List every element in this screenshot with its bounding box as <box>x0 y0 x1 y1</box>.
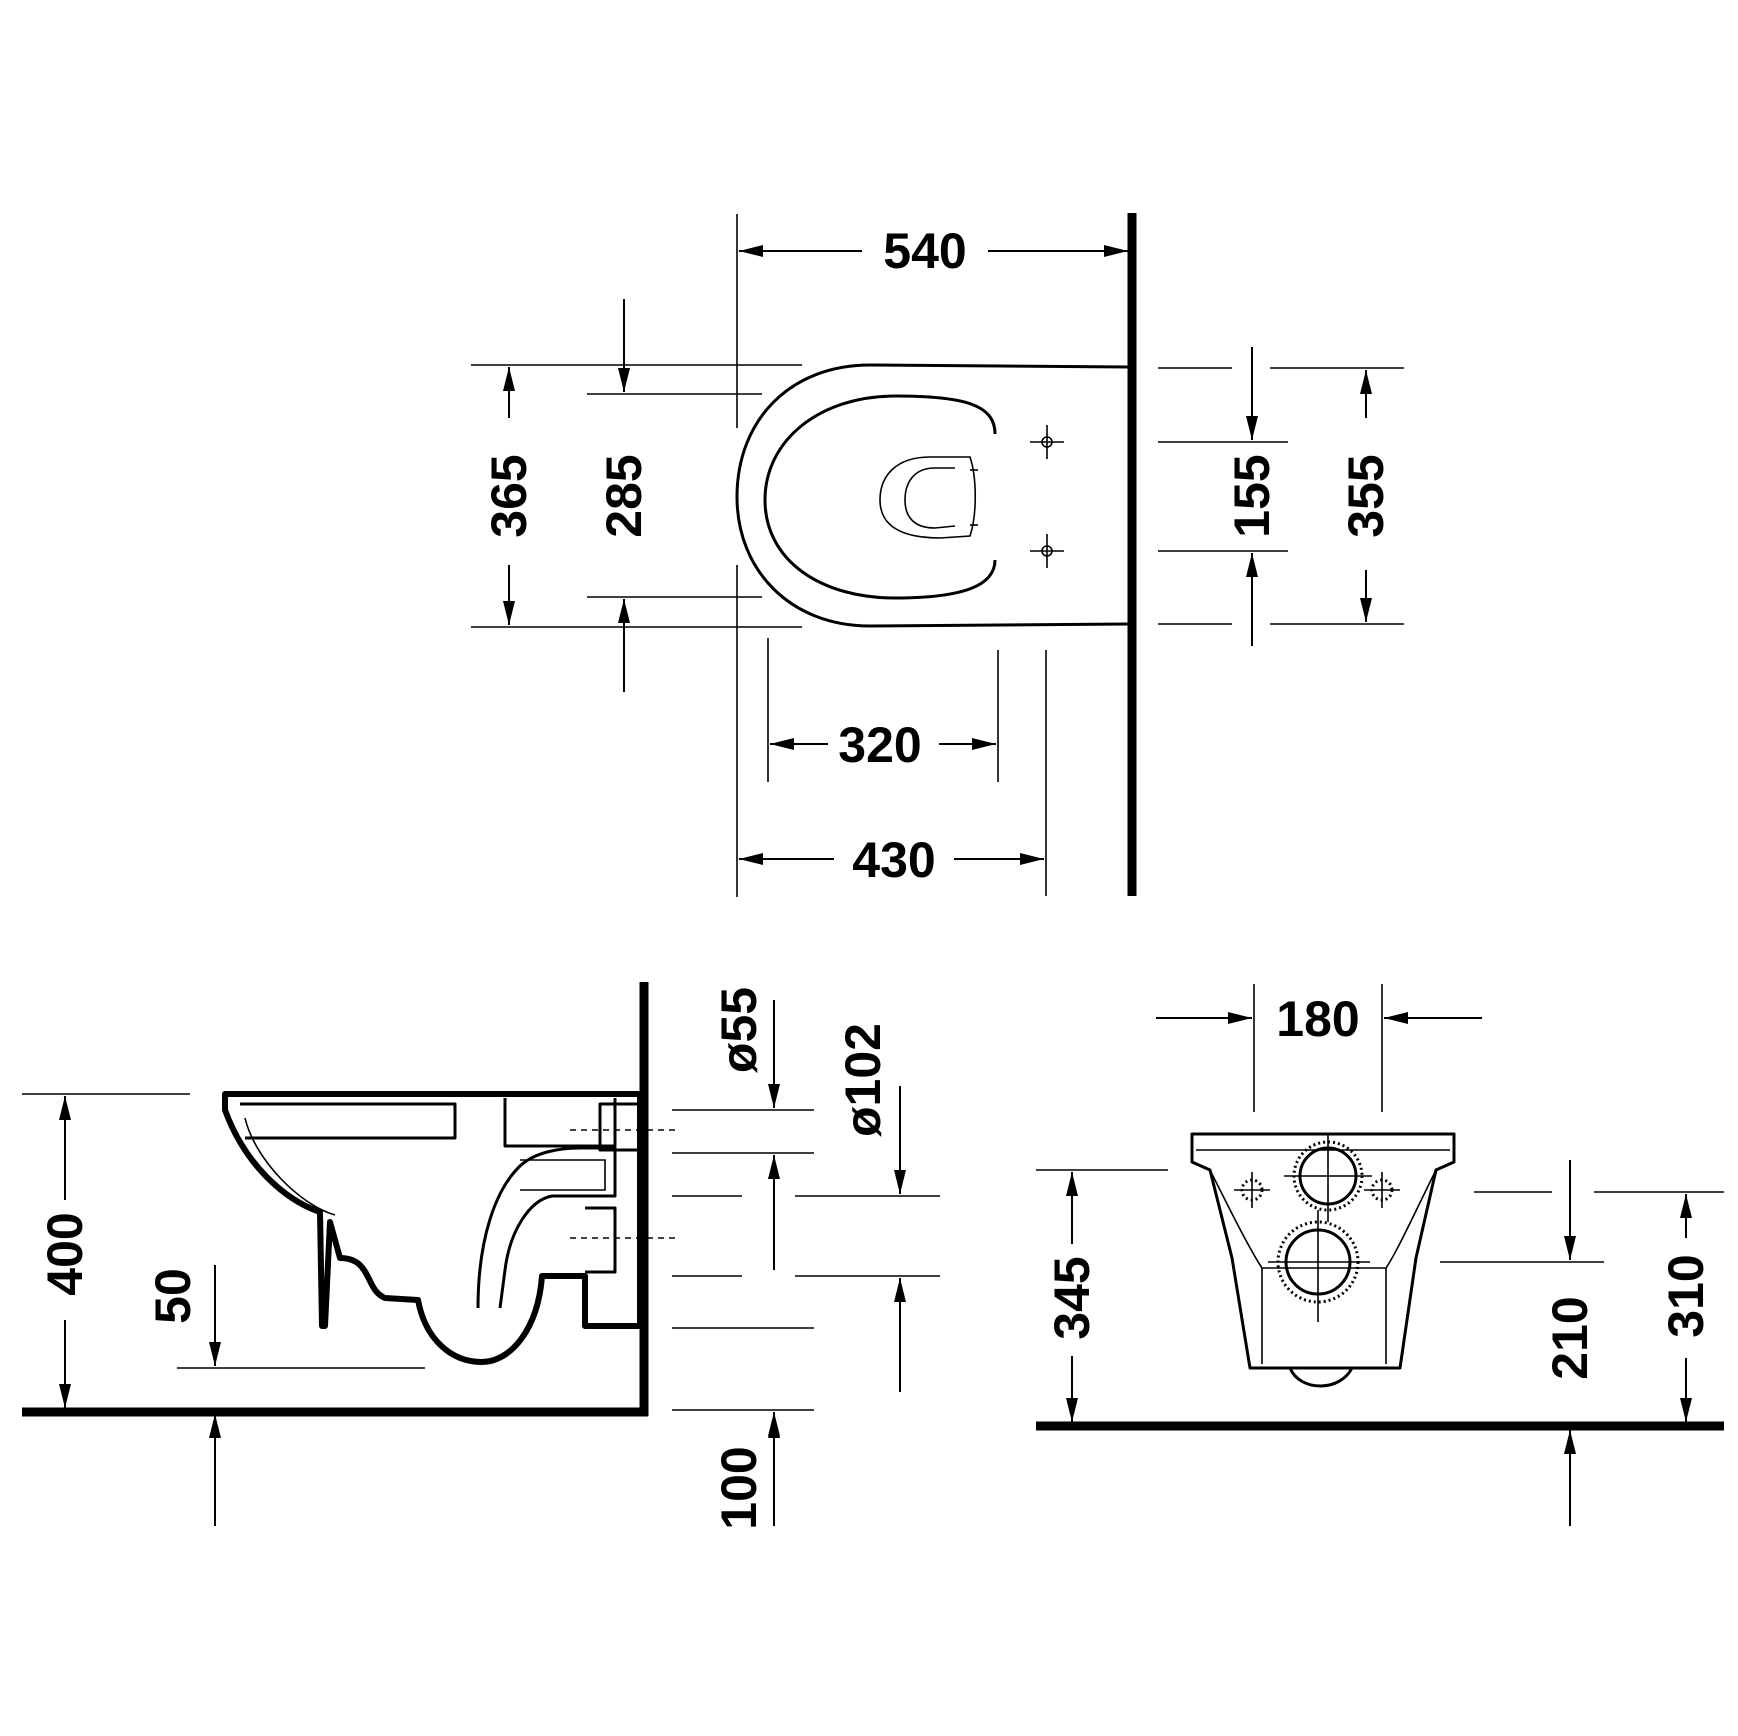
top-view: 540 365 285 155 355 320 <box>471 213 1404 897</box>
top-view-flush-rim-inner <box>904 467 956 529</box>
dim-430-label: 430 <box>852 832 935 888</box>
front-view: 180 345 210 310 <box>1036 984 1724 1526</box>
dim-365-label: 365 <box>481 454 537 537</box>
dim-155-label: 155 <box>1224 454 1280 537</box>
dim-345-label: 345 <box>1044 1256 1100 1339</box>
side-view-seat <box>240 1102 457 1140</box>
dim-210-label: 210 <box>1542 1296 1598 1379</box>
dim-100-label: 100 <box>711 1446 767 1529</box>
dim-400-label: 400 <box>37 1212 93 1295</box>
dim-540-label: 540 <box>883 223 966 279</box>
dim-50-label: 50 <box>145 1268 201 1324</box>
front-view-inlet <box>1284 1134 1372 1222</box>
dim-o55-label: ø55 <box>711 987 767 1073</box>
fixing-hole-bottom <box>1030 534 1064 568</box>
fixing-hole-top <box>1030 425 1064 459</box>
dim-320-label: 320 <box>838 717 921 773</box>
side-view-inlet <box>503 1098 617 1148</box>
dim-o102-label: ø102 <box>835 1023 891 1137</box>
side-view-toilet-body <box>222 1091 643 1365</box>
front-view-trap-bottom <box>1288 1367 1354 1388</box>
side-view-trap <box>476 1146 617 1309</box>
dim-285-label: 285 <box>596 454 652 537</box>
top-view-bowl-inner <box>763 394 997 600</box>
front-view-body-outline <box>1190 1132 1456 1370</box>
dim-180-label: 180 <box>1276 991 1359 1047</box>
front-view-fixing-left <box>1234 1172 1270 1208</box>
top-view-bowl-outline <box>735 363 1129 628</box>
dim-310-label: 310 <box>1658 1254 1714 1337</box>
top-view-flush-rim <box>879 456 977 539</box>
front-view-body-inner <box>1209 1169 1263 1364</box>
front-view-fixing-right <box>1364 1172 1400 1208</box>
dim-355-label: 355 <box>1338 454 1394 537</box>
side-view: 400 50 ø55 ø102 100 <box>22 982 940 1530</box>
front-view-outlet <box>1268 1210 1370 1322</box>
